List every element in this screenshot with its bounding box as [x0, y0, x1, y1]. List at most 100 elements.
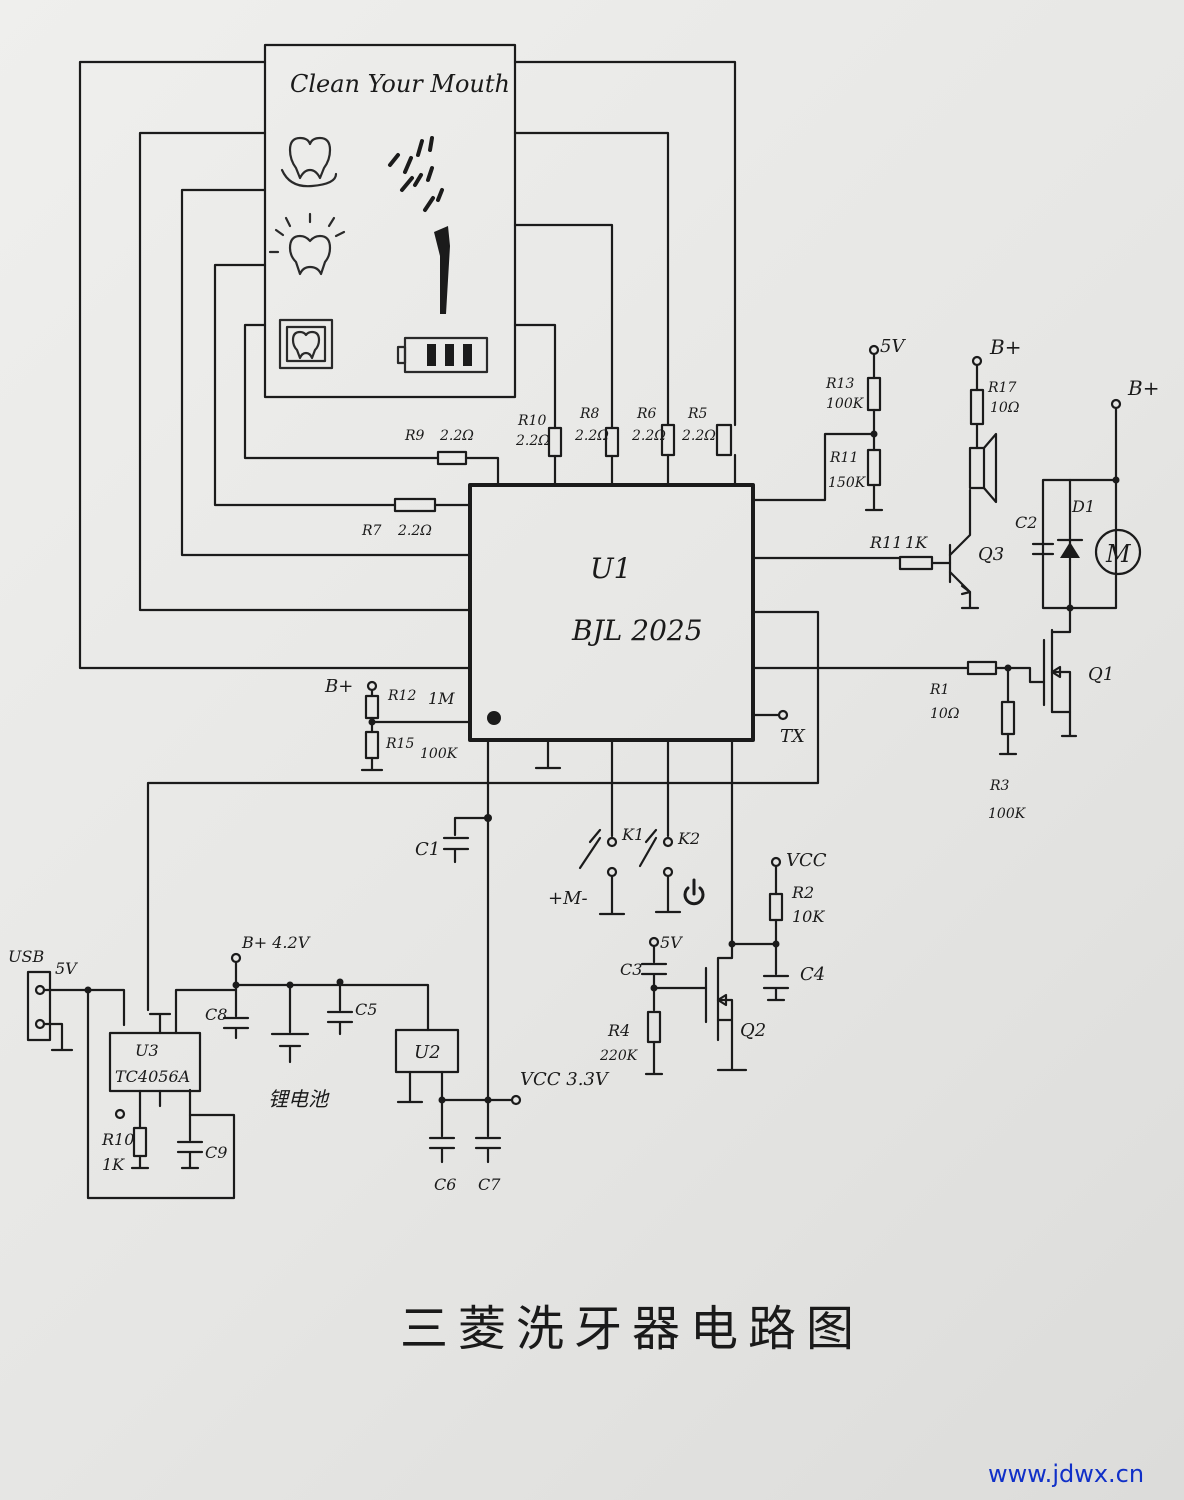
svg-text:C1: C1 — [415, 839, 440, 860]
svg-text:C7: C7 — [478, 1175, 501, 1194]
svg-text:R4: R4 — [607, 1021, 630, 1040]
svg-text:D1: D1 — [1071, 497, 1095, 516]
svg-text:100K: 100K — [420, 746, 459, 762]
u1-bottom-pins: C1 K1 +M- K2 — [415, 738, 734, 1102]
svg-text:2.2Ω: 2.2Ω — [681, 428, 716, 444]
r6-resistor: R6 2.2Ω — [631, 406, 676, 457]
svg-text:Q3: Q3 — [978, 544, 1004, 565]
svg-text:10Ω: 10Ω — [930, 706, 960, 722]
diagram-caption: 三菱洗牙器电路图 — [400, 1301, 864, 1357]
battery-icon — [396, 336, 489, 374]
svg-text:2.2Ω: 2.2Ω — [515, 433, 550, 449]
svg-text:R1: R1 — [929, 682, 949, 698]
svg-text:R7: R7 — [361, 523, 382, 539]
svg-text:R11: R11 — [829, 450, 858, 466]
svg-text:C4: C4 — [800, 964, 825, 985]
lcd-display: Clean Your Mouth — [263, 43, 517, 399]
svg-text:100K: 100K — [988, 806, 1027, 822]
svg-text:5V: 5V — [55, 959, 78, 978]
svg-text:K1: K1 — [621, 825, 644, 844]
svg-text:R13: R13 — [825, 376, 854, 392]
u1-part: BJL 2025 — [571, 614, 703, 647]
svg-text:Q1: Q1 — [1088, 664, 1114, 685]
svg-text:B+: B+ — [324, 676, 353, 697]
svg-text:K2: K2 — [677, 829, 700, 848]
svg-text:220K: 220K — [599, 1048, 639, 1064]
svg-text:2.2Ω: 2.2Ω — [439, 428, 474, 444]
svg-text:R12: R12 — [387, 688, 416, 704]
svg-text:10Ω: 10Ω — [990, 400, 1020, 416]
svg-text:B+: B+ — [989, 335, 1021, 359]
svg-text:R3: R3 — [989, 778, 1010, 794]
tooth-swirl-icon — [280, 136, 338, 188]
svg-text:R10: R10 — [101, 1130, 134, 1149]
svg-text:2.2Ω: 2.2Ω — [631, 428, 666, 444]
svg-text:R9: R9 — [404, 428, 425, 444]
svg-text:10K: 10K — [792, 907, 825, 926]
usb-charger: USB 5V U3 TC4056A R10 1K C9 — [8, 947, 238, 1200]
svg-text:100K: 100K — [826, 396, 865, 412]
svg-text:C8: C8 — [205, 1005, 227, 1024]
lcd-wires-right — [513, 60, 737, 487]
u1-ref: U1 — [590, 552, 631, 585]
svg-text:R11: R11 — [869, 533, 902, 552]
u1-ic: U1 BJL 2025 TX — [468, 483, 806, 747]
lcd-wires-left — [78, 60, 500, 670]
tx-label: TX — [780, 726, 806, 747]
svg-text:C9: C9 — [205, 1143, 227, 1162]
charge-status-net — [146, 610, 820, 1012]
svg-text:B+ 4.2V: B+ 4.2V — [241, 933, 311, 952]
svg-text:R15: R15 — [385, 736, 414, 752]
tooth-shine-icon — [268, 212, 346, 276]
r10-resistor: R10 2.2Ω — [515, 413, 563, 458]
svg-text:1K: 1K — [102, 1155, 125, 1174]
svg-text:5V: 5V — [880, 336, 906, 357]
svg-text:2.2Ω: 2.2Ω — [574, 428, 609, 444]
display-title: Clean Your Mouth — [290, 70, 510, 98]
svg-text:1M: 1M — [428, 689, 455, 708]
motor-icon — [1094, 528, 1142, 576]
watermark-url: www.jdwx.cn — [988, 1460, 1144, 1488]
power-icon — [683, 878, 705, 906]
svg-text:+M-: +M- — [548, 888, 588, 909]
svg-text:U2: U2 — [414, 1042, 441, 1063]
svg-text:R17: R17 — [987, 380, 1016, 396]
battery-rail: B+ 4.2V C8 锂电池 C5 U2 VCC 3.3V C6 C7 — [205, 933, 610, 1194]
svg-text:锂电池: 锂电池 — [268, 1087, 330, 1111]
svg-text:R10: R10 — [517, 413, 546, 429]
svg-text:VCC: VCC — [786, 850, 827, 871]
svg-text:TC4056A: TC4056A — [115, 1067, 190, 1086]
svg-text:C6: C6 — [434, 1175, 456, 1194]
svg-text:USB: USB — [8, 947, 44, 966]
svg-text:M: M — [1105, 540, 1132, 568]
svg-text:2.2Ω: 2.2Ω — [397, 523, 432, 539]
svg-text:C3: C3 — [620, 960, 642, 979]
r9-resistor: R9 2.2Ω — [404, 428, 474, 466]
svg-text:C2: C2 — [1015, 513, 1037, 532]
svg-text:5V: 5V — [660, 933, 683, 952]
svg-text:U3: U3 — [135, 1041, 159, 1060]
buzzer-icon — [968, 432, 998, 504]
svg-text:R5: R5 — [687, 406, 708, 422]
svg-text:R2: R2 — [791, 883, 814, 902]
svg-text:VCC 3.3V: VCC 3.3V — [520, 1069, 610, 1090]
r12-r15-divider: B+ R12 1M R15 100K — [324, 676, 472, 772]
r5-resistor: R5 2.2Ω — [681, 406, 733, 457]
svg-text:R8: R8 — [579, 406, 600, 422]
motor-driver: B+ C2 D1 M Q1 R1 10Ω R3 100K — [751, 376, 1159, 822]
svg-text:R6: R6 — [636, 406, 657, 422]
q2-stage: VCC R2 10K C4 Q2 5V C3 R4 220K — [599, 850, 827, 1076]
q3-buzzer-driver: R11 1K Q3 B+ R17 10Ω — [751, 335, 1021, 610]
tooth-frame-icon — [278, 318, 334, 370]
water-jet-icon — [388, 136, 450, 314]
usb-connector — [26, 970, 52, 1042]
r13-r11-divider: 5V R13 100K R11 150K — [751, 336, 906, 512]
svg-text:B+: B+ — [1127, 376, 1159, 400]
svg-text:C5: C5 — [355, 1000, 377, 1019]
r8-resistor: R8 2.2Ω — [574, 406, 620, 458]
svg-text:150K: 150K — [828, 475, 867, 491]
svg-text:1K: 1K — [905, 533, 928, 552]
svg-text:Q2: Q2 — [740, 1020, 766, 1041]
